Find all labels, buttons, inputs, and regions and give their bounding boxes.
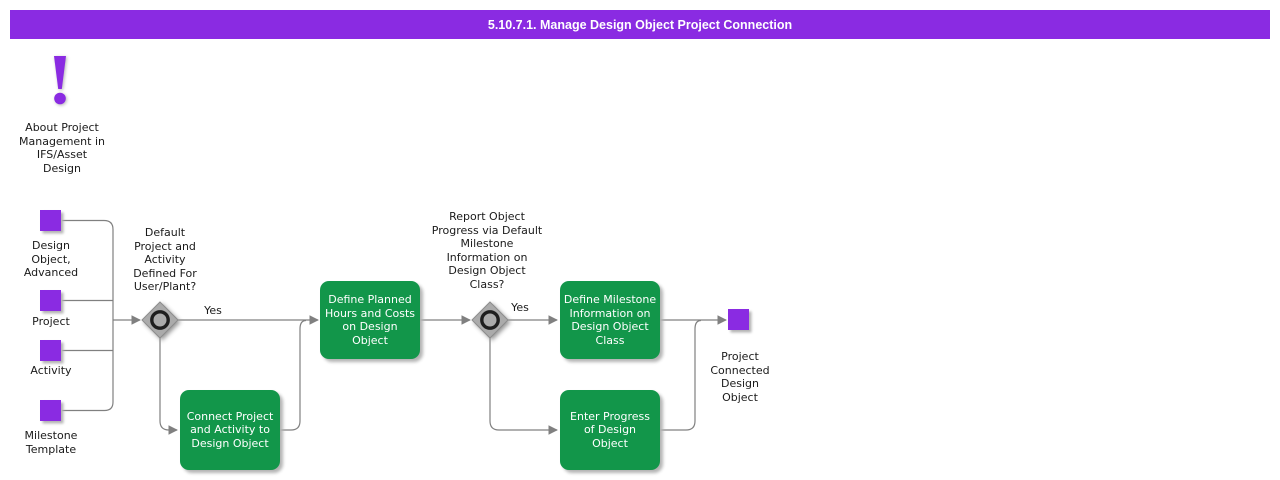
connector-decision-2-no: [489, 338, 558, 435]
exclamation-icon[interactable]: [46, 52, 76, 110]
decision-1-yes-label: Yes: [204, 304, 222, 317]
process-define-planned-hours[interactable]: Define Planned Hours and Costs on Design…: [320, 281, 420, 359]
decision-gateway-2-icon: [471, 301, 509, 339]
input-node-milestone-template[interactable]: [40, 400, 61, 421]
process-connect-project-activity[interactable]: Connect Project and Activity to Design O…: [180, 390, 280, 470]
input-label-project: Project: [32, 315, 70, 328]
input-node-project[interactable]: [40, 290, 61, 311]
decision-1-question: Default Project and Activity Defined For…: [133, 226, 197, 293]
connector-decision-1-no: [159, 338, 178, 435]
input-node-activity[interactable]: [40, 340, 61, 361]
output-label-project-connected-design-object: Project Connected Design Object: [710, 350, 770, 404]
output-node-project-connected-design-object[interactable]: [728, 309, 749, 330]
decision-2-yes-label: Yes: [511, 301, 529, 314]
connector-connect-box-merge: [280, 319, 307, 431]
decision-gateway-1-icon: [141, 301, 179, 339]
input-label-milestone-template: Milestone Template: [24, 429, 78, 456]
decision-2-question: Report Object Progress via Default Miles…: [431, 210, 543, 291]
process-enter-progress[interactable]: Enter Progress of Design Object: [560, 390, 660, 470]
input-node-design-object-advanced[interactable]: [40, 210, 61, 231]
diagram-title-bar: 5.10.7.1. Manage Design Object Project C…: [10, 10, 1270, 39]
input-label-design-object-advanced: Design Object, Advanced: [23, 239, 79, 279]
about-note-label: About Project Management in IFS/Asset De…: [19, 121, 105, 175]
input-label-activity: Activity: [30, 364, 72, 377]
process-define-milestone-information[interactable]: Define Milestone Information on Design O…: [560, 281, 660, 359]
